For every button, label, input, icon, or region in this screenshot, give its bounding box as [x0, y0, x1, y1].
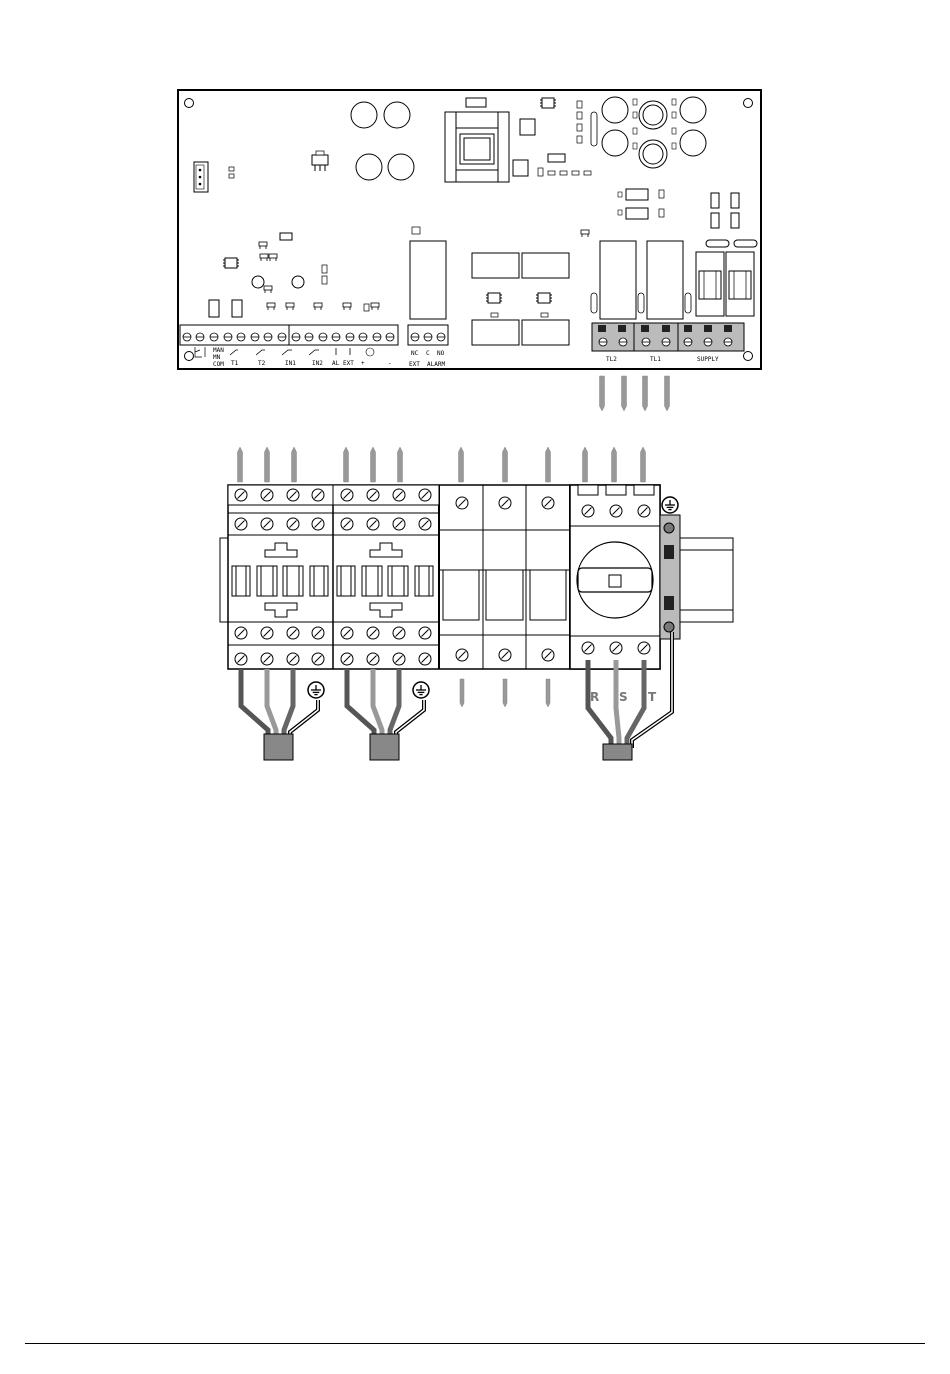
alarm-label-nc: NC: [411, 350, 419, 357]
terminal-label-com: COM: [213, 361, 224, 368]
din-rail-assembly: [220, 485, 733, 707]
motor-cable-2: [347, 669, 424, 760]
alarm-label-c: C: [426, 350, 430, 357]
terminal-label-ext: EXT: [343, 360, 354, 367]
power-label-tl2: TL2: [606, 356, 617, 363]
alarm-label-no: NO: [437, 350, 445, 357]
terminal-label-al: AL: [332, 360, 340, 367]
power-label-supply: SUPPLY: [697, 356, 719, 363]
din-incoming-arrows: [238, 447, 646, 482]
pe-terminal: [660, 515, 680, 639]
ground-icon: [662, 497, 678, 513]
terminal-label-in2: IN2: [312, 360, 323, 367]
alarm-label-alarm: ALARM: [427, 361, 445, 368]
motor-cable-1: [241, 669, 318, 760]
terminal-label-t1: T1: [231, 360, 239, 367]
ground-icon: [308, 682, 324, 698]
phase-label-t: T: [648, 690, 657, 704]
terminal-label-mn: MN: [213, 354, 221, 361]
terminal-label-in1: IN1: [285, 360, 296, 367]
power-terminal-block: [592, 323, 744, 351]
terminal-label-t2: T2: [258, 360, 266, 367]
terminal-label-plus: +: [361, 360, 365, 367]
ground-icon: [413, 682, 429, 698]
page-bottom-rule: [25, 1343, 925, 1344]
main-switch: [570, 485, 660, 669]
phase-label-r: R: [590, 690, 599, 704]
phase-label-s: S: [619, 690, 628, 704]
power-label-tl1: TL1: [650, 356, 661, 363]
board-output-arrows: [600, 376, 670, 411]
alarm-label-ext: EXT: [409, 361, 420, 368]
terminal-label-man: MAN: [213, 347, 224, 354]
control-board: MAN MN COM T1 T2 IN1 IN2 AL EXT + - NC C…: [178, 90, 761, 369]
terminal-label-minus: -: [388, 360, 392, 367]
